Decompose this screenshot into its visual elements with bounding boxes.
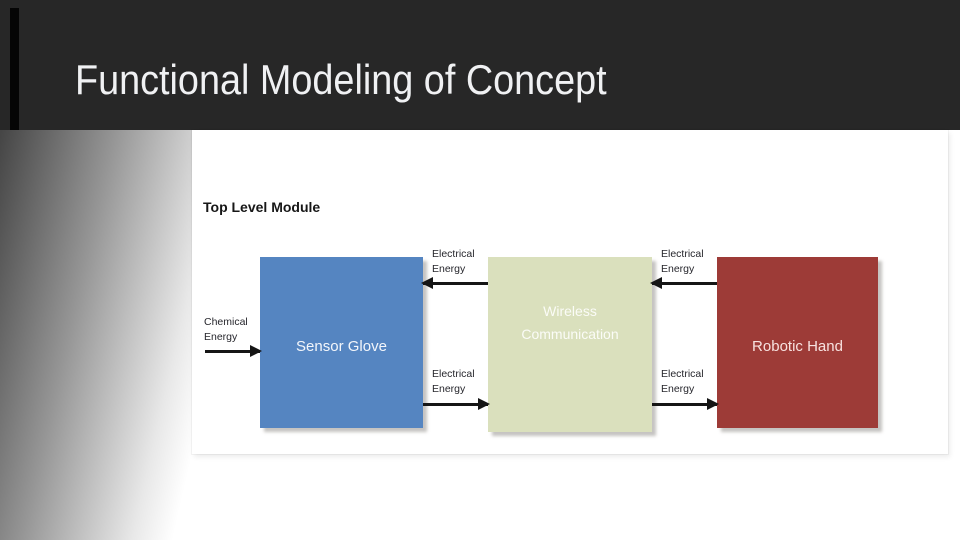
module-label: Robotic Hand [752, 338, 843, 355]
module-label: Sensor Glove [296, 338, 387, 355]
accent-bar [10, 8, 19, 130]
module-box-sensor-glove: Sensor Glove [260, 257, 423, 428]
flow-label-electrical-energy: Electrical Energy [661, 368, 704, 395]
flow-label-electrical-energy: Electrical Energy [661, 248, 704, 275]
module-box-robotic-hand: Robotic Hand [717, 257, 878, 428]
diagram-heading: Top Level Module [203, 199, 321, 215]
flow-label-chemical-energy: Chemical Energy [204, 316, 248, 343]
arrowhead-left-icon [421, 277, 433, 289]
arrowhead-right-icon [707, 398, 719, 410]
arrowhead-left-icon [650, 277, 662, 289]
slide-header: Functional Modeling of Concept [0, 0, 960, 130]
flow-label-electrical-energy: Electrical Energy [432, 368, 475, 395]
module-label: Wireless Communication [521, 302, 619, 342]
diagram-panel: Top Level Module Sensor Glove Wireless C… [192, 130, 948, 454]
left-gradient-band [0, 130, 196, 540]
flow-label-electrical-energy: Electrical Energy [432, 248, 475, 275]
flow-arrow-robotic-to-wireless [650, 277, 717, 289]
flow-arrow-chemical-to-sensor [205, 345, 262, 357]
arrowhead-right-icon [478, 398, 490, 410]
flow-arrow-wireless-to-sensor [421, 277, 488, 289]
arrowhead-right-icon [250, 345, 262, 357]
flow-arrow-wireless-to-robotic [652, 398, 719, 410]
flow-arrow-sensor-to-wireless [423, 398, 490, 410]
module-box-wireless-communication: Wireless Communication [488, 257, 652, 432]
slide-title: Functional Modeling of Concept [75, 56, 607, 103]
